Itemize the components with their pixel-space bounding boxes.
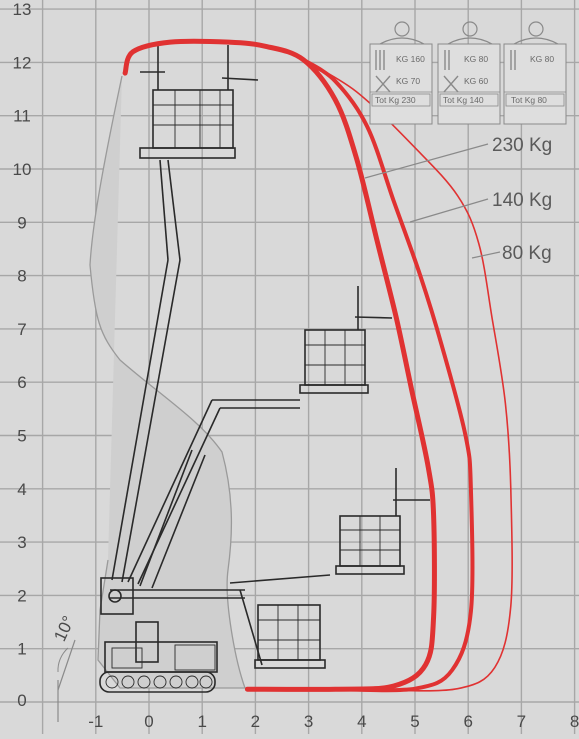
y-tick-label: 10 xyxy=(13,160,32,179)
y-tick-label: 6 xyxy=(17,373,26,392)
x-tick-label: 3 xyxy=(304,712,313,731)
load-curve-3 xyxy=(302,58,513,692)
person-icon xyxy=(528,21,544,37)
bottom-platform-basket xyxy=(254,604,326,669)
person-icon xyxy=(462,21,478,37)
load-badge-230: KG 160 KG 70 Tot Kg 230 xyxy=(369,21,433,125)
load-badge-140: KG 80 KG 60 Tot Kg 140 xyxy=(437,21,501,125)
y-tick-label: 2 xyxy=(17,586,26,605)
x-tick-label: 2 xyxy=(251,712,260,731)
badge-row-1: KG 160 xyxy=(396,54,425,64)
x-tick-label: 1 xyxy=(197,712,206,731)
load-curve-2 xyxy=(301,57,475,693)
y-tick-label: 11 xyxy=(13,107,31,126)
person-figure-icon xyxy=(444,50,450,70)
y-tick-label: 7 xyxy=(17,320,26,339)
y-tick-label: 0 xyxy=(17,691,26,710)
y-tick-label: 9 xyxy=(17,213,26,232)
tool-icon xyxy=(443,75,459,93)
slope-angle-label: 10° xyxy=(50,613,78,644)
tool-icon xyxy=(375,75,391,93)
y-tick-label: 13 xyxy=(13,0,32,19)
x-tick-label: 7 xyxy=(517,712,526,731)
curve-label-230: 230 Kg xyxy=(364,135,552,179)
badge-total: Tot Kg 80 xyxy=(511,95,547,105)
y-tick-label: 3 xyxy=(17,533,26,552)
top-platform-basket xyxy=(139,45,259,159)
x-tick-label: 5 xyxy=(410,712,419,731)
badge-row-2: KG 60 xyxy=(464,76,488,86)
middle-platform-basket xyxy=(299,286,393,394)
machine-illustration xyxy=(99,45,430,693)
person-figure-icon xyxy=(510,50,516,70)
slope-angle-marker: 10° xyxy=(50,613,78,722)
x-tick-label: 6 xyxy=(463,712,472,731)
y-tick-label: 12 xyxy=(13,53,32,72)
x-tick-label: 0 xyxy=(144,712,153,731)
person-figure-icon xyxy=(375,50,385,70)
y-tick-label: 5 xyxy=(17,427,26,446)
machine-reach-envelope xyxy=(89,75,246,689)
load-curves xyxy=(122,38,513,693)
label-140-kg: 140 Kg xyxy=(492,190,552,211)
y-tick-label: 1 xyxy=(17,640,26,659)
badge-row-2: KG 70 xyxy=(396,76,420,86)
label-80-kg: 80 Kg xyxy=(502,243,552,264)
load-badge-80: KG 80 Tot Kg 80 xyxy=(503,21,567,125)
badge-row-1: KG 80 xyxy=(464,54,488,64)
x-axis-ticks: -1 0 1 2 3 4 5 6 7 8 xyxy=(88,712,579,731)
curve-label-140: 140 Kg xyxy=(409,190,552,223)
x-tick-label: -1 xyxy=(88,712,103,731)
badge-row-1: KG 80 xyxy=(530,54,554,64)
badge-total: Tot Kg 140 xyxy=(443,95,484,105)
load-curve-1 xyxy=(122,38,437,692)
person-icon xyxy=(394,21,410,37)
label-230-kg: 230 Kg xyxy=(492,135,552,156)
badge-total: Tot Kg 230 xyxy=(375,95,416,105)
y-tick-label: 8 xyxy=(17,267,26,286)
y-tick-label: 4 xyxy=(17,480,26,499)
right-platform-basket xyxy=(335,468,430,575)
x-tick-label: 4 xyxy=(357,712,366,731)
curve-label-80: 80 Kg xyxy=(471,243,552,264)
x-tick-label: 8 xyxy=(570,712,579,731)
